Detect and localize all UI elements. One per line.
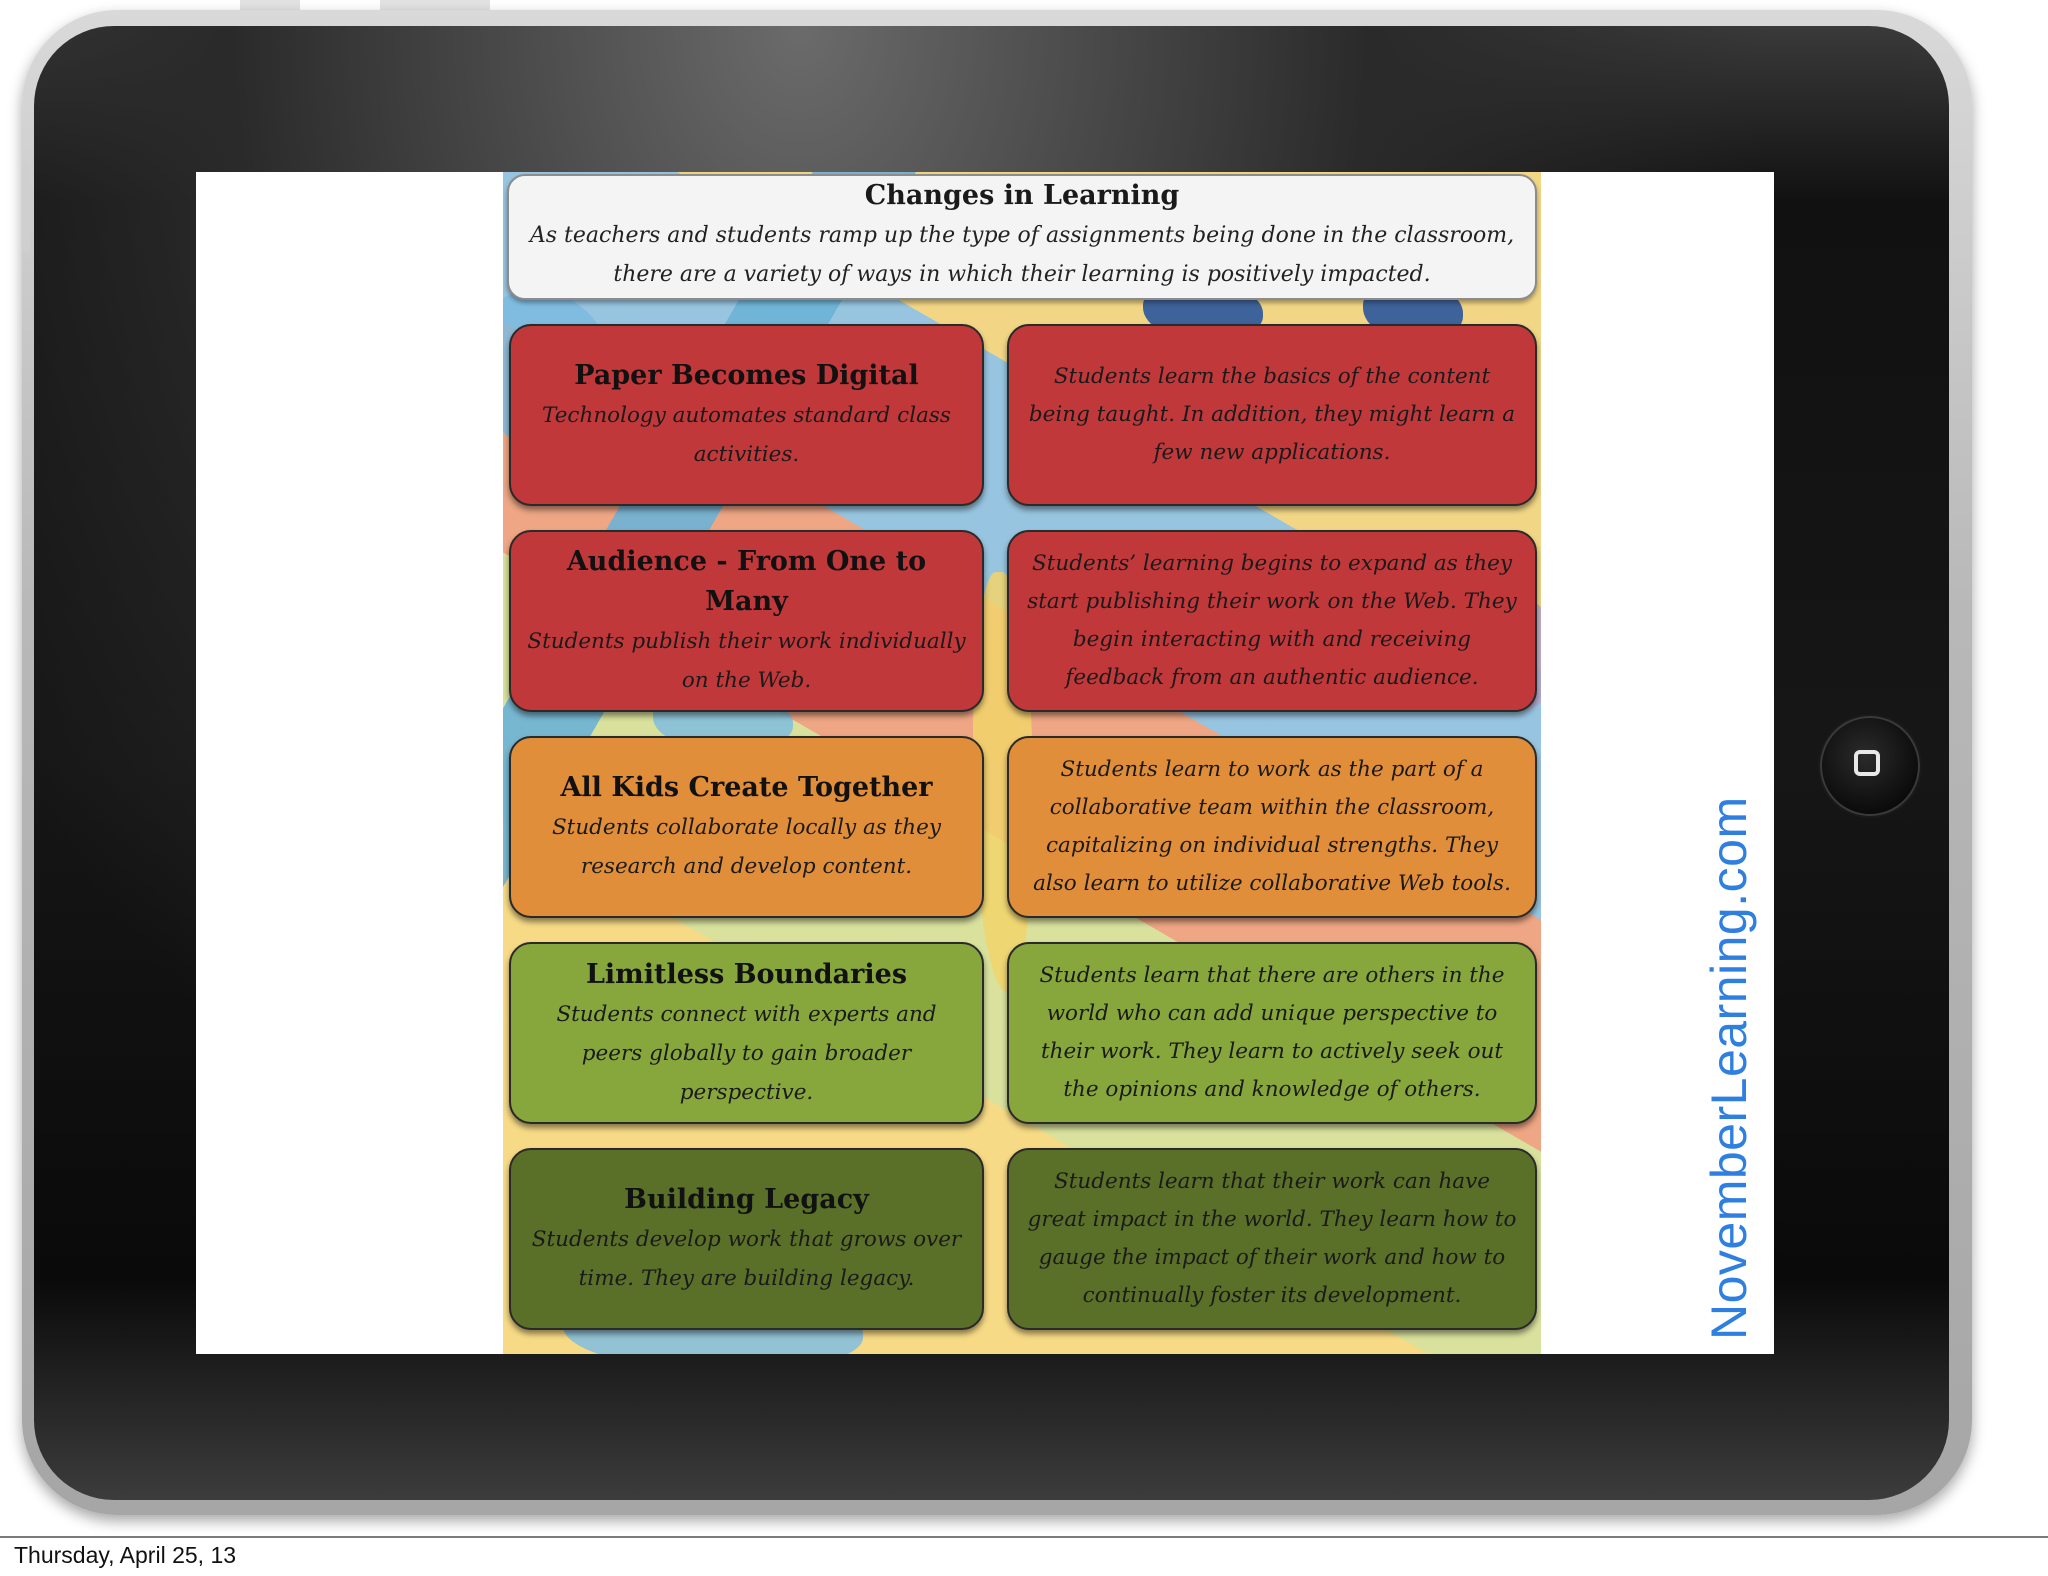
stage-card-limitless-boundaries: Limitless Boundaries Students connect wi…	[509, 942, 984, 1124]
stage-summary: Students connect with experts and peers …	[556, 1001, 937, 1105]
infographic-title: Changes in Learning	[864, 180, 1180, 211]
home-button[interactable]	[1820, 716, 1920, 816]
stage-detail-limitless-boundaries: Students learn that there are others in …	[1007, 942, 1537, 1124]
device-top-edge-right	[380, 0, 490, 12]
slide-footer-date: Thursday, April 25, 13	[14, 1542, 237, 1568]
stage-summary: Students publish their work individually…	[527, 629, 966, 693]
november-learning-watermark: NovemberLearning.com	[1701, 796, 1757, 1340]
stage-summary: Technology automates standard class acti…	[542, 403, 951, 467]
slide-footer-divider	[0, 1536, 2048, 1538]
changes-in-learning-infographic: Changes in Learning As teachers and stud…	[503, 172, 1541, 1354]
stage-detail-building-legacy: Students learn that their work can have …	[1007, 1148, 1537, 1330]
stage-card-all-kids-create-together: All Kids Create Together Students collab…	[509, 736, 984, 918]
stage-detail-paper-becomes-digital: Students learn the basics of the content…	[1007, 324, 1537, 506]
stage-detail-audience: Students’ learning begins to expand as t…	[1007, 530, 1537, 712]
stage-detail-all-kids-create-together: Students learn to work as the part of a …	[1007, 736, 1537, 918]
stage-card-paper-becomes-digital: Paper Becomes Digital Technology automat…	[509, 324, 984, 506]
home-button-icon	[1854, 750, 1880, 776]
stage-title: Audience - From One to Many	[566, 546, 927, 617]
stage-title: All Kids Create Together	[560, 772, 933, 803]
stage-detail: Students learn the basics of the content…	[1028, 364, 1516, 465]
stage-detail: Students learn to work as the part of a …	[1033, 757, 1511, 896]
stage-summary: Students develop work that grows over ti…	[531, 1227, 962, 1291]
stage-detail: Students learn that their work can have …	[1027, 1169, 1517, 1308]
volume-button	[22, 162, 30, 252]
infographic-subtitle: As teachers and students ramp up the typ…	[529, 223, 1515, 287]
stage-card-audience: Audience - From One to Many Students pub…	[509, 530, 984, 712]
stage-card-building-legacy: Building Legacy Students develop work th…	[509, 1148, 984, 1330]
stage-title: Paper Becomes Digital	[574, 360, 919, 391]
stage-title: Building Legacy	[624, 1184, 869, 1215]
tablet-screen: Changes in Learning As teachers and stud…	[196, 172, 1774, 1354]
infographic-header: Changes in Learning As teachers and stud…	[507, 174, 1537, 300]
device-top-edge-left	[240, 0, 300, 12]
stage-title: Limitless Boundaries	[585, 958, 908, 990]
stage-detail: Students learn that there are others in …	[1039, 963, 1505, 1102]
stage-summary: Students collaborate locally as they res…	[551, 815, 942, 879]
stage-detail: Students’ learning begins to expand as t…	[1027, 551, 1517, 690]
